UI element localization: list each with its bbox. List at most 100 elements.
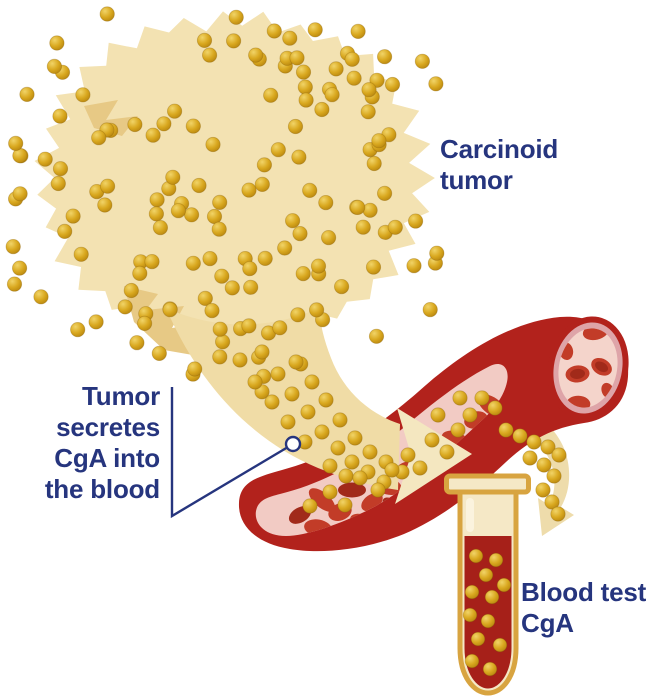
- cga-dot: [132, 265, 148, 281]
- cga-dot: [332, 412, 348, 428]
- cga-dot: [5, 239, 21, 255]
- cga-dot: [6, 276, 23, 292]
- cga-dot: [544, 494, 560, 510]
- stalk-body: [166, 308, 400, 490]
- label-line: CgA into: [54, 443, 160, 473]
- cga-dot: [254, 176, 270, 192]
- cga-dot: [204, 302, 220, 319]
- cga-dot: [310, 258, 327, 274]
- red-blood-cell: [591, 357, 612, 376]
- cga-dot: [352, 470, 368, 486]
- cga-dot: [314, 101, 330, 118]
- cga-dot: [370, 482, 386, 498]
- cga-dot: [284, 213, 301, 229]
- cga-dot: [226, 33, 242, 49]
- cga-dot: [33, 289, 49, 305]
- tumor-shade-patch: [84, 100, 138, 136]
- cga-dot: [324, 87, 340, 103]
- cga-dot: [152, 220, 168, 236]
- cga-dot: [350, 23, 366, 40]
- cga-dot: [384, 76, 401, 93]
- cga-dot: [191, 177, 207, 194]
- cga-dot: [12, 186, 28, 202]
- cga-dot: [344, 51, 360, 67]
- cga-dot: [202, 47, 218, 63]
- cga-dot: [540, 439, 556, 455]
- cga-dot: [295, 64, 312, 80]
- cga-dot: [337, 497, 353, 513]
- label-line: tumor: [440, 165, 513, 195]
- cga-dot: [145, 127, 161, 143]
- cga-dot: [322, 484, 338, 500]
- cga-dot: [361, 82, 377, 98]
- leader-circle: [284, 435, 302, 453]
- cga-dot: [347, 430, 363, 446]
- cga-dot: [292, 226, 308, 242]
- cga-dot: [165, 169, 181, 185]
- cga-dot: [129, 335, 145, 351]
- cga-dot: [496, 577, 512, 593]
- cga-dot: [137, 315, 153, 331]
- cga-dot: [360, 104, 376, 120]
- cga-dot: [264, 394, 280, 410]
- cga-dot: [412, 460, 428, 476]
- cga-dot: [484, 589, 500, 605]
- label-line: Carcinoid: [440, 134, 559, 164]
- cga-dot: [428, 76, 444, 92]
- cga-dot: [57, 223, 73, 239]
- vessel-open-end: [547, 316, 629, 420]
- cga-dot: [344, 454, 360, 470]
- cga-dot: [117, 299, 133, 315]
- cga-dot: [492, 637, 508, 653]
- cga-dot: [148, 206, 164, 222]
- cga-dot: [362, 202, 378, 218]
- cga-dot: [144, 254, 160, 270]
- cga-dot: [290, 307, 306, 323]
- cga-dot: [263, 87, 279, 103]
- cga-dot: [362, 444, 378, 460]
- cga-dot: [369, 72, 385, 88]
- cga-dot: [205, 136, 221, 153]
- cga-dot: [546, 468, 562, 484]
- cga-dot: [151, 345, 167, 361]
- cga-dot: [88, 314, 104, 330]
- cga-dot: [266, 23, 282, 39]
- cga-dot: [478, 567, 494, 583]
- leader-polyline: [170, 387, 289, 519]
- cga-dot: [73, 246, 89, 262]
- cga-dot: [206, 208, 223, 225]
- cga-dot: [224, 280, 240, 296]
- carcinoid-tumor-label: Carcinoid tumor: [440, 134, 558, 196]
- cga-dot: [127, 116, 143, 133]
- cga-dot: [46, 58, 63, 75]
- cga-dot: [65, 208, 81, 224]
- tumor-shade-patch: [124, 286, 228, 358]
- cga-dot: [97, 197, 113, 213]
- cga-dot: [355, 219, 371, 235]
- cga-dot: [149, 192, 165, 208]
- cga-dot: [75, 87, 91, 103]
- cga-dot: [551, 447, 567, 463]
- cga-dot: [536, 457, 552, 473]
- cga-dot: [298, 92, 314, 108]
- cga-dot: [314, 424, 330, 440]
- cga-dot: [535, 482, 551, 498]
- cga-dot: [512, 428, 528, 444]
- cga-dot: [366, 155, 382, 172]
- cga-dot: [232, 352, 248, 368]
- cga-dot: [228, 9, 244, 25]
- cga-dot: [8, 135, 24, 151]
- tube-rim: [444, 473, 531, 495]
- cga-dot: [550, 506, 566, 522]
- cga-dot: [498, 422, 514, 438]
- cga-dot: [295, 265, 311, 282]
- cga-dot: [212, 349, 228, 365]
- cga-dot: [526, 434, 542, 450]
- cga-dot: [307, 22, 323, 38]
- cga-dot: [170, 203, 186, 219]
- cga-dot: [247, 374, 263, 390]
- cga-dot: [214, 268, 230, 284]
- cga-dot: [482, 661, 498, 677]
- cga-dot: [300, 404, 316, 420]
- blood-test-label: Blood test CgA: [521, 577, 646, 639]
